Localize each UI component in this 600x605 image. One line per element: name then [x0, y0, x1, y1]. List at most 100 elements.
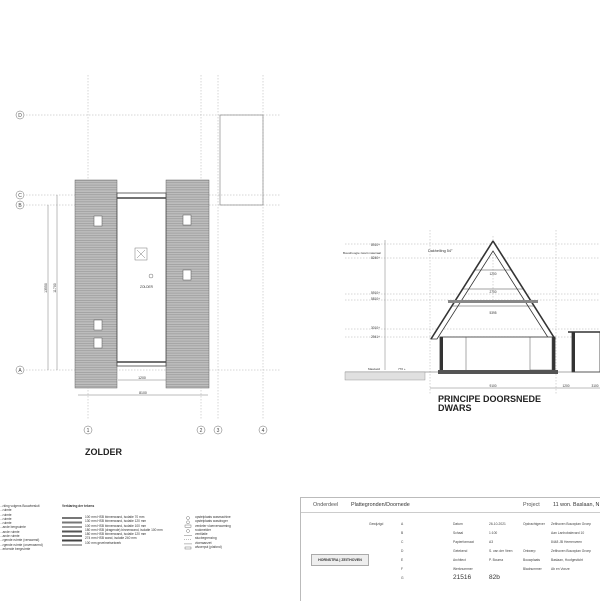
onderdeel-value: Plattegronden/Doornede: [351, 502, 410, 508]
field-value: S. van der Veen: [489, 549, 513, 553]
room-label: ZOLDER: [140, 285, 154, 289]
rev-b: B: [401, 531, 404, 535]
dim-a: 1200: [489, 272, 496, 276]
legend-left-item: ...ande ruimte: [0, 534, 20, 539]
legend-mid-item: 274 mm HSB wand, isolatie 240 mm: [85, 536, 137, 541]
dim-c: 5395: [489, 311, 496, 315]
grid-row-d: D: [18, 113, 22, 119]
dim-bottom-total: 8100: [139, 391, 147, 395]
roof-outline-upper: [219, 114, 264, 206]
legend-mid-item: 130 mm HSB binnenwand, isolatie 120 mm: [85, 519, 147, 524]
dim-b: 2700: [489, 290, 496, 294]
field-label: Datum: [453, 522, 463, 526]
field-value2: Ab en Vonze: [551, 567, 570, 571]
level-2: 5910+: [371, 291, 380, 295]
rev-f: F: [401, 567, 404, 571]
legend-left-title: ...rking volgens Bouwbesluit: [0, 504, 40, 508]
field-label: Papierformaat: [453, 540, 474, 544]
field-value: A3: [489, 540, 494, 544]
company-logo: HORNSTRA | ZEITHOVEN: [311, 554, 369, 566]
grid-col-bubbles: 1 2 3 4: [83, 425, 268, 435]
field-value2: 8448 JB Heerenveen: [551, 540, 582, 544]
skylight: [93, 337, 103, 349]
legend-mid-title: Verklaring der tekens: [62, 504, 95, 508]
skylights: [93, 214, 192, 349]
title-block: Onderdeel Plattegronden/Doornede Project…: [300, 497, 600, 601]
grid-col-4: 4: [262, 428, 265, 434]
legend-right-item: opstelplaats wasdroger: [195, 519, 228, 524]
rev-d: D: [401, 549, 404, 553]
legend-mid-item: 100 mm HSB binnenwand, isolatie 100 mm: [85, 523, 147, 528]
dim-e: 1200: [562, 384, 569, 388]
legend-mid-item: 180 mm HSB (dragende) binnenwand, isolat…: [85, 527, 163, 532]
roof-pitch: Dakhelling 54°: [428, 249, 453, 253]
legend-left: ...rking volgens Bouwbesluit ...ruimte .…: [0, 504, 43, 551]
peil-value: 770 +: [398, 367, 406, 371]
field-label: Schaal: [453, 531, 464, 535]
dim-d: 9100: [489, 384, 496, 388]
legend-left-item: ...ande ruimte: [0, 529, 20, 534]
legend-right-item: rookmelder: [195, 527, 211, 532]
level-4: 3010+: [371, 326, 380, 330]
roof-panel-right: [165, 179, 210, 389]
legend-symbols: [184, 516, 192, 550]
gewijzigd-label: Gewijzigd: [369, 522, 384, 526]
legend-left-item: ...rgende ruimte (onverwarmd): [0, 542, 43, 547]
legend-left-item: ...ruimte: [0, 521, 12, 526]
legend-right-item: opstelplaats wasmachine: [195, 515, 231, 519]
grid-col-3: 3: [217, 428, 220, 434]
skylight: [182, 269, 192, 281]
field-label2: Ontwerp: [523, 549, 536, 553]
field-label2: Opdrachtgever: [523, 522, 545, 526]
legend-left-item: ...ruimte: [0, 508, 12, 513]
legend-swatches: [62, 517, 82, 546]
roof-panel-left: [74, 179, 118, 389]
grid-col-1: 1: [87, 428, 90, 434]
building-section: [438, 331, 600, 374]
skylight: [93, 215, 103, 227]
rev-g: G: [401, 576, 404, 580]
grid-row-bubbles: D C B A: [15, 110, 25, 375]
dim-total-vertical: 13550: [44, 283, 48, 293]
section-title-1: PRINCIPE DOORSNEDE: [438, 394, 541, 404]
level-1: 8240+: [371, 256, 380, 260]
field-label2: Bouwplaats: [523, 558, 541, 562]
project-value: 11 won. Baslaan, N: [553, 502, 600, 508]
legend-right-item: ventilatie: [195, 532, 208, 537]
plan-dimensions: [47, 195, 208, 396]
grid-row-c: C: [18, 193, 22, 199]
legend-right: opstelplaats wasmachine opstelplaats was…: [195, 515, 231, 549]
werknummer-value: 21516: [453, 574, 472, 581]
legend-right-item: afvoerput (plafond): [195, 545, 222, 550]
field-value: P. Bouma: [489, 558, 504, 562]
rev-c: C: [401, 540, 404, 544]
legend-right-item: verdeler vloerverwarming: [195, 523, 231, 528]
ridge-note: Bouwhoogte zwart materiaal: [343, 251, 381, 255]
blad-value: 82b: [489, 574, 500, 581]
field-value2: Zelthoven Bouwplan Groep: [551, 522, 591, 526]
onderdeel-label: Onderdeel: [313, 502, 339, 508]
grid-row-a: A: [18, 368, 22, 374]
level-0: 8910+: [371, 243, 380, 247]
legend-left-item: ...ruimte: [0, 512, 12, 517]
skylight: [182, 214, 192, 226]
attic-room: [116, 192, 167, 367]
legend-mid-item: 100 mm HSB binnenwand, isolatie 70 mm: [85, 515, 145, 519]
legend-left-item: ...ruimte: [0, 516, 12, 521]
field-label: Getekend: [453, 549, 468, 553]
dim-bottom-inner: 1200: [138, 376, 146, 380]
legend-left-item: ...erkende bergruimte: [0, 546, 31, 551]
level-3: 5810+: [371, 297, 380, 301]
project-label: Project: [523, 502, 540, 508]
legend-right-item: stucbegrenzing: [195, 536, 217, 541]
peil-label: Maaiveld: [368, 367, 380, 371]
attic-hatch-symbol: [134, 247, 148, 261]
field-value2: Zelthoven Bouwplan Groep: [551, 549, 591, 553]
legend-left-item: ...ande bergruimte: [0, 525, 26, 530]
plan-title: ZOLDER: [85, 447, 122, 457]
level-5: 2941+: [371, 335, 380, 339]
field-value2: Aan Lanhobalevard 10: [551, 531, 585, 535]
dim-inner-vertical: 11700: [53, 283, 57, 293]
